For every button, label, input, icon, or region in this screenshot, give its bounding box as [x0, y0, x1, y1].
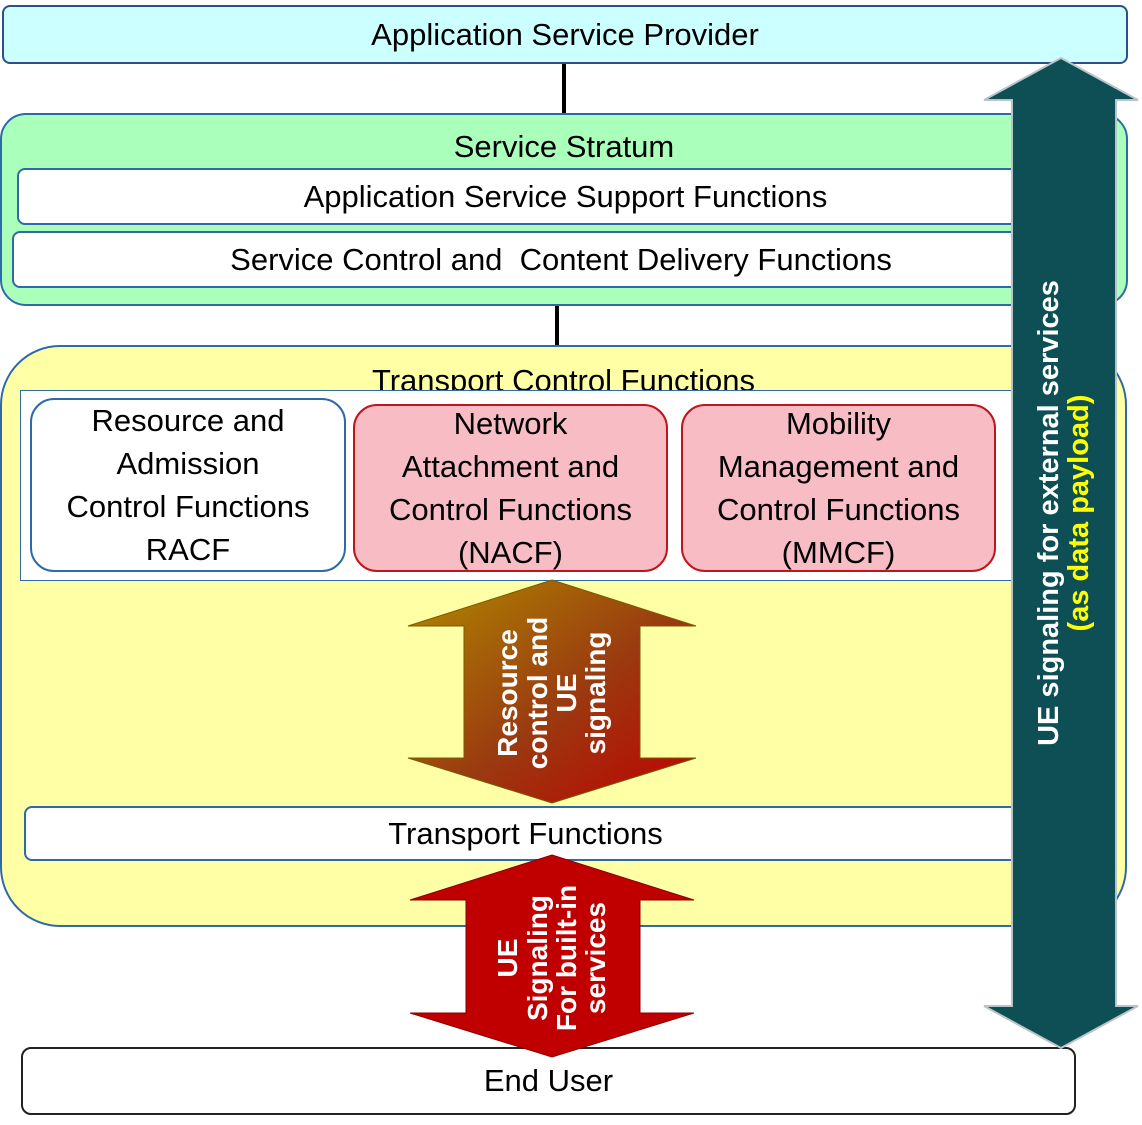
external-signaling-arrow: [983, 56, 1139, 1050]
service-stratum-title: Service Stratum: [453, 129, 675, 164]
built-in-label-line-3: For built-in: [551, 884, 582, 1032]
mmcf-box: Mobility Management and Control Function…: [681, 404, 996, 572]
built-in-label-line-2: Signaling: [521, 895, 553, 1021]
built-in-signaling-arrow: [409, 854, 695, 1058]
external-label-line-1: UE signaling for external services: [1032, 280, 1065, 746]
racf-box: Resource and Admission Control Functions…: [30, 398, 346, 572]
built-in-signaling-label: UE Signaling For built-in services: [490, 848, 614, 1068]
resource-control-label: Resource control and UE signaling: [488, 573, 616, 813]
application-service-provider: Application Service Provider: [2, 5, 1128, 64]
built-in-label-line-1: UE: [492, 938, 524, 978]
built-in-label-line-4: services: [580, 901, 612, 1015]
transport-functions: Transport Functions: [24, 806, 1027, 861]
resource-control-label-line-2: control and: [521, 616, 553, 770]
nacf-box: Network Attachment and Control Functions…: [353, 404, 668, 572]
connector-asp-stratum: [562, 64, 566, 113]
resource-control-label-line-3: UE: [551, 673, 582, 713]
external-label-line-2: (as data payload): [1063, 394, 1095, 632]
external-signaling-label: UE signaling for external services (as d…: [1019, 63, 1109, 963]
resource-control-arrow: [407, 579, 697, 804]
service-control-content-delivery-functions: Service Control and Content Delivery Fun…: [12, 231, 1110, 288]
resource-control-label-line-1: Resource: [492, 629, 524, 757]
application-service-support-functions: Application Service Support Functions: [17, 168, 1114, 225]
connector-stratum-transport: [555, 306, 559, 345]
end-user: End User: [21, 1047, 1076, 1115]
resource-control-label-line-4: signaling: [580, 631, 612, 755]
